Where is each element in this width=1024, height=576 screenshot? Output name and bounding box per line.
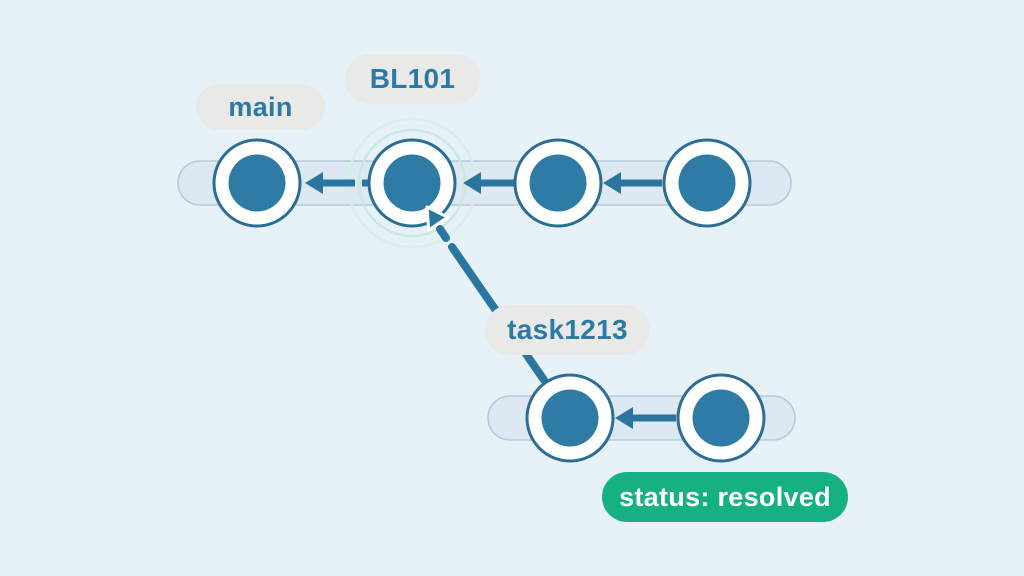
arrow-head-icon (463, 172, 481, 194)
task-commit-node-1 (525, 373, 615, 463)
task-branch-commits (525, 373, 766, 463)
task-commit-node-2 (676, 373, 766, 463)
arrow-task2-to-task1 (615, 407, 676, 429)
arrow-head-icon (305, 172, 323, 194)
commit-inner-circle (228, 154, 286, 212)
commit-inner-circle (678, 154, 736, 212)
arrow-commit3-to-bl101 (463, 172, 514, 194)
commit-node-main (212, 138, 302, 228)
arrow-commit4-to-commit3 (603, 172, 662, 194)
commit-node-3 (513, 138, 603, 228)
commit-node-bl101 (367, 138, 457, 228)
commit-inner-circle (529, 154, 587, 212)
branch-label-main: main (196, 84, 325, 130)
commit-node-4 (662, 138, 752, 228)
commit-label-bl101: BL101 (345, 54, 480, 104)
status-badge: status: resolved (602, 472, 848, 522)
commit-inner-circle (692, 389, 750, 447)
main-branch-commits (212, 138, 752, 228)
commit-inner-circle (383, 154, 441, 212)
branch-label-task1213: task1213 (485, 305, 650, 355)
merge-arrow-dash (436, 225, 450, 242)
commit-inner-circle (541, 389, 599, 447)
merge-arrow-head-icon (425, 205, 450, 232)
arrow-head-icon (615, 407, 633, 429)
arrow-head-icon (603, 172, 621, 194)
